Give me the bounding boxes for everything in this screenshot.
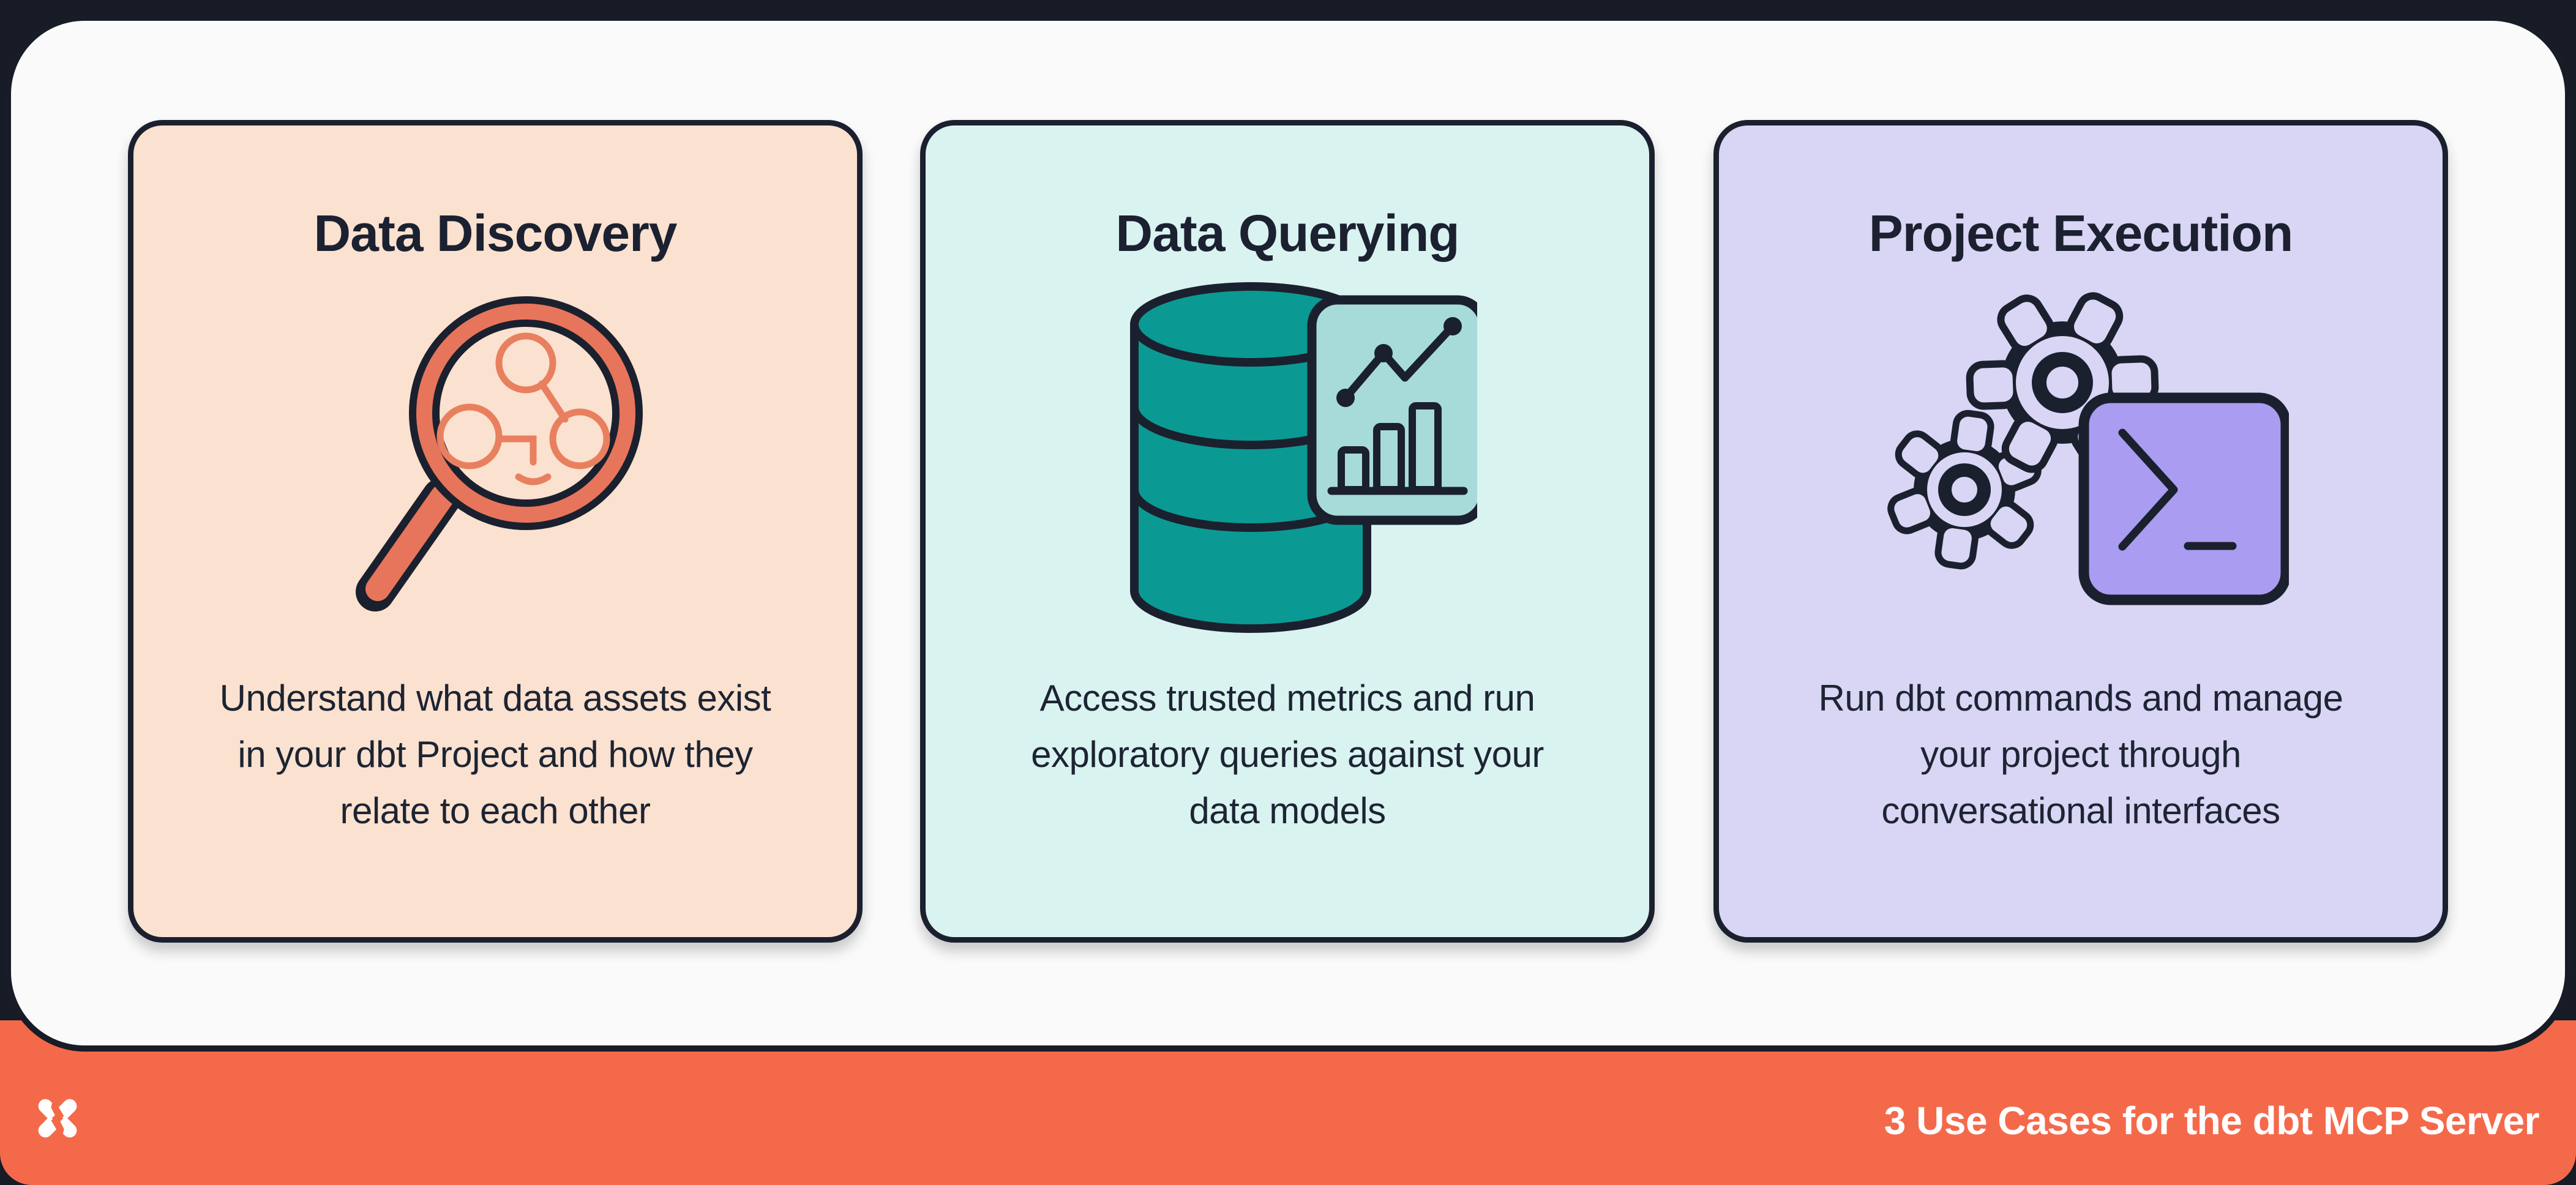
card-description: Access trusted metrics and run explorato…	[926, 670, 1649, 839]
description-line: your project through	[1920, 734, 2241, 775]
description-line: conversational interfaces	[1881, 790, 2280, 831]
description-line: in your dbt Project and how they	[238, 734, 753, 775]
card-data-discovery: Data Discovery Understand what data asse…	[128, 120, 863, 943]
footer-title: 3 Use Cases for the dbt MCP Server	[1884, 1099, 2540, 1143]
description-line: relate to each other	[340, 790, 651, 831]
database-analytics-icon	[1130, 282, 1477, 633]
terminal-window	[2078, 392, 2289, 605]
card-title: Project Execution	[1868, 204, 2294, 262]
magnifier-lineage-icon	[356, 296, 643, 611]
card-description: Understand what data assets exist in you…	[133, 670, 857, 839]
card-project-execution: Project Execution	[1713, 120, 2448, 943]
description-line: data models	[1189, 790, 1386, 831]
description-line: Understand what data assets exist	[219, 678, 771, 719]
card-description: Run dbt commands and manage your project…	[1719, 670, 2443, 839]
small-gear	[1892, 416, 2037, 564]
description-line: Run dbt commands and manage	[1818, 678, 2343, 719]
card-title: Data Querying	[1115, 204, 1459, 262]
card-data-querying: Data Querying Access trusted metrics and…	[920, 120, 1655, 943]
card-title: Data Discovery	[313, 204, 678, 262]
prompt-chevron-icon	[2118, 428, 2178, 551]
description-line: exploratory queries against your	[1031, 734, 1544, 775]
gears-terminal-icon	[1873, 278, 2289, 605]
dbt-logo	[38, 1099, 77, 1138]
description-line: Access trusted metrics and run	[1039, 678, 1535, 719]
